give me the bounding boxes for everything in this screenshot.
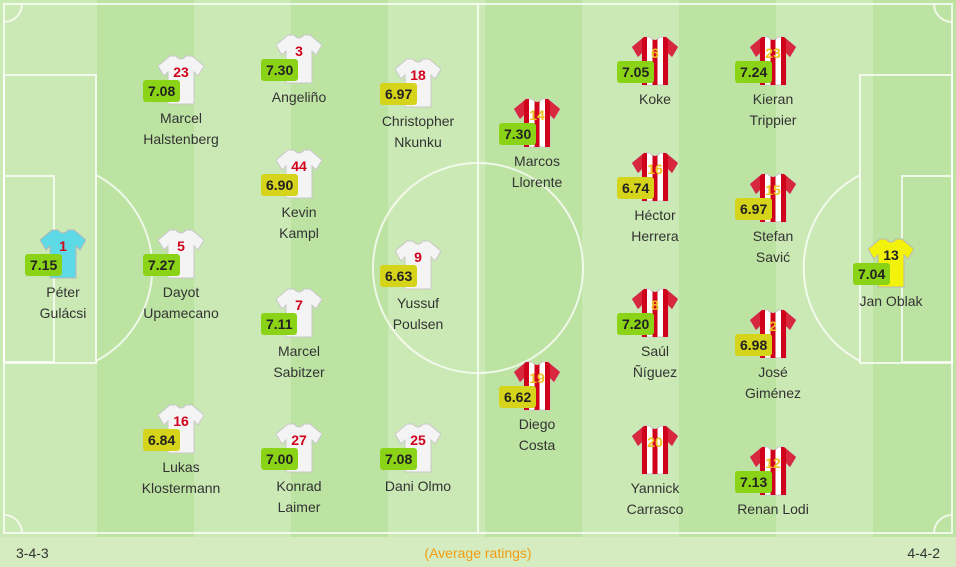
player-rating-badge: 7.05 — [617, 61, 655, 83]
player-name: Kieran Trippier — [749, 91, 797, 128]
player-name: Kevin Kampl — [279, 204, 319, 241]
player-rating-badge: 6.98 — [735, 334, 773, 356]
player-rating-badge: 6.90 — [261, 174, 299, 196]
shirt-number: 27 — [291, 432, 307, 448]
shirt-number: 2 — [769, 318, 777, 334]
player-rating-badge: 7.00 — [261, 448, 299, 470]
shirt-number: 18 — [410, 67, 426, 83]
shirt-number: 16 — [173, 413, 189, 429]
player-name: Lukas Klostermann — [141, 459, 221, 496]
player-name: Dani Olmo — [384, 478, 452, 494]
shirt-number: 6 — [651, 45, 659, 61]
shirt-number: 15 — [765, 182, 781, 198]
player-name: Yannick Carrasco — [626, 480, 684, 517]
shirt-number: 19 — [529, 370, 545, 386]
shirt-number: 12 — [765, 455, 781, 471]
shirt-number: 23 — [765, 45, 781, 61]
player-rating-badge: 7.27 — [143, 254, 181, 276]
player-rating-badge: 7.20 — [617, 313, 655, 335]
player-name: Marcel Halstenberg — [143, 110, 219, 147]
shirt-number: 25 — [410, 432, 426, 448]
player-name: Christopher Nkunku — [381, 113, 455, 150]
home-formation: 3-4-3 — [16, 545, 49, 561]
pitch-markings — [3, 3, 953, 534]
player-rating-badge: 6.74 — [617, 177, 655, 199]
player-name: Héctor Herrera — [631, 207, 679, 244]
player-rating-badge: 7.15 — [25, 254, 63, 276]
shirt-number: 5 — [177, 238, 185, 254]
player-rating-badge: 6.62 — [499, 386, 537, 408]
player-name: Marcos Llorente — [511, 153, 563, 190]
player-rating-badge: 6.84 — [143, 429, 181, 451]
player-rating-badge: 6.97 — [735, 198, 773, 220]
shirt-number: 7 — [295, 297, 303, 313]
player-rating-badge: 7.08 — [380, 448, 418, 470]
player-rating-badge: 6.63 — [380, 265, 418, 287]
player-name: Yussuf Poulsen — [392, 295, 444, 332]
player-name: Saúl Ñíguez — [632, 343, 678, 380]
player-rating-badge: 7.30 — [261, 59, 299, 81]
player-rating-badge: 7.04 — [853, 263, 891, 285]
player-name: Diego Costa — [518, 416, 556, 453]
player-name: Stefan Savić — [752, 228, 794, 265]
player-name: Renan Lodi — [737, 501, 809, 517]
shirt-number: 13 — [883, 247, 899, 263]
shirt-number: 44 — [291, 158, 307, 174]
player-rating-badge: 7.30 — [499, 123, 537, 145]
player-name: Dayot Upamecano — [143, 284, 219, 321]
away-formation: 4-4-2 — [907, 545, 940, 561]
shirt-number: 14 — [529, 107, 545, 123]
player-name: Péter Gulácsi — [39, 284, 87, 321]
player-name: Koke — [639, 91, 671, 107]
player-name: Marcel Sabitzer — [273, 343, 325, 380]
shirt-number: 16 — [647, 161, 663, 177]
player-name: Angeliño — [271, 89, 327, 105]
footer-bar: 3-4-3 (Average ratings) 4-4-2 — [0, 537, 956, 567]
player-rating-badge: 7.24 — [735, 61, 773, 83]
shirt-number: 3 — [295, 43, 303, 59]
player-shirt-icon: 20 — [632, 424, 678, 476]
shirt-number: 1 — [59, 238, 67, 254]
shirt-number: 23 — [173, 64, 189, 80]
player-rating-badge: 7.08 — [143, 80, 181, 102]
shirt-number: 9 — [414, 249, 422, 265]
player-name: Jan Oblak — [859, 293, 923, 309]
player-name: Konrad Laimer — [276, 478, 322, 515]
player-rating-badge: 6.97 — [380, 83, 418, 105]
shirt-number: 20 — [647, 434, 663, 450]
average-ratings-label[interactable]: (Average ratings) — [424, 545, 532, 561]
shirt-number: 8 — [651, 297, 659, 313]
player-rating-badge: 7.11 — [261, 313, 298, 335]
player-rating-badge: 7.13 — [735, 471, 773, 493]
player-name: José Giménez — [744, 364, 802, 401]
